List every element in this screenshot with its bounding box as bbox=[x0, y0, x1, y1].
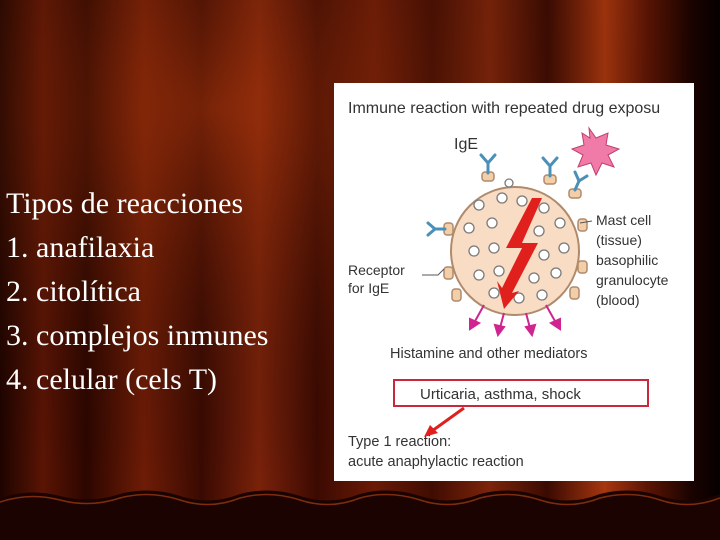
mast-cell-label: Mast cell bbox=[596, 212, 651, 228]
figure-diagram: Immune reaction with repeated drug expos… bbox=[334, 83, 694, 481]
list-heading: Tipos de reacciones bbox=[6, 182, 336, 226]
mast-cell-label-line-3: basophilic bbox=[596, 252, 658, 268]
list-item: 4. celular (cels T) bbox=[6, 358, 336, 402]
list-item: 2. citolítica bbox=[6, 270, 336, 314]
mast-cell-label-line-5: (blood) bbox=[596, 292, 640, 308]
reaction-arrow bbox=[432, 408, 464, 431]
reaction-types-list: Tipos de reacciones 1. anafilaxia 2. cit… bbox=[6, 182, 336, 402]
figure-title: Immune reaction with repeated drug expos… bbox=[348, 100, 660, 117]
mast-cell-label-line-4: granulocyte bbox=[596, 272, 669, 288]
list-item: 1. anafilaxia bbox=[6, 226, 336, 270]
ige-label: IgE bbox=[454, 136, 478, 153]
mast-cell-label-line-2: (tissue) bbox=[596, 232, 642, 248]
list-item: 3. complejos inmunes bbox=[6, 314, 336, 358]
receptor-label-line-2: for IgE bbox=[348, 280, 389, 296]
receptor-label: Receptor bbox=[348, 262, 405, 278]
mediators-label: Histamine and other mediators bbox=[390, 346, 587, 362]
receptor-leader-line bbox=[422, 269, 444, 275]
reaction-type-desc: acute anaphylactic reaction bbox=[348, 454, 524, 470]
reaction-type-label: Type 1 reaction: bbox=[348, 434, 451, 450]
immune-reaction-figure: Immune reaction with repeated drug expos… bbox=[334, 83, 694, 481]
allergen-star-icon bbox=[572, 128, 619, 175]
symptoms-label: Urticaria, asthma, shock bbox=[420, 386, 581, 403]
